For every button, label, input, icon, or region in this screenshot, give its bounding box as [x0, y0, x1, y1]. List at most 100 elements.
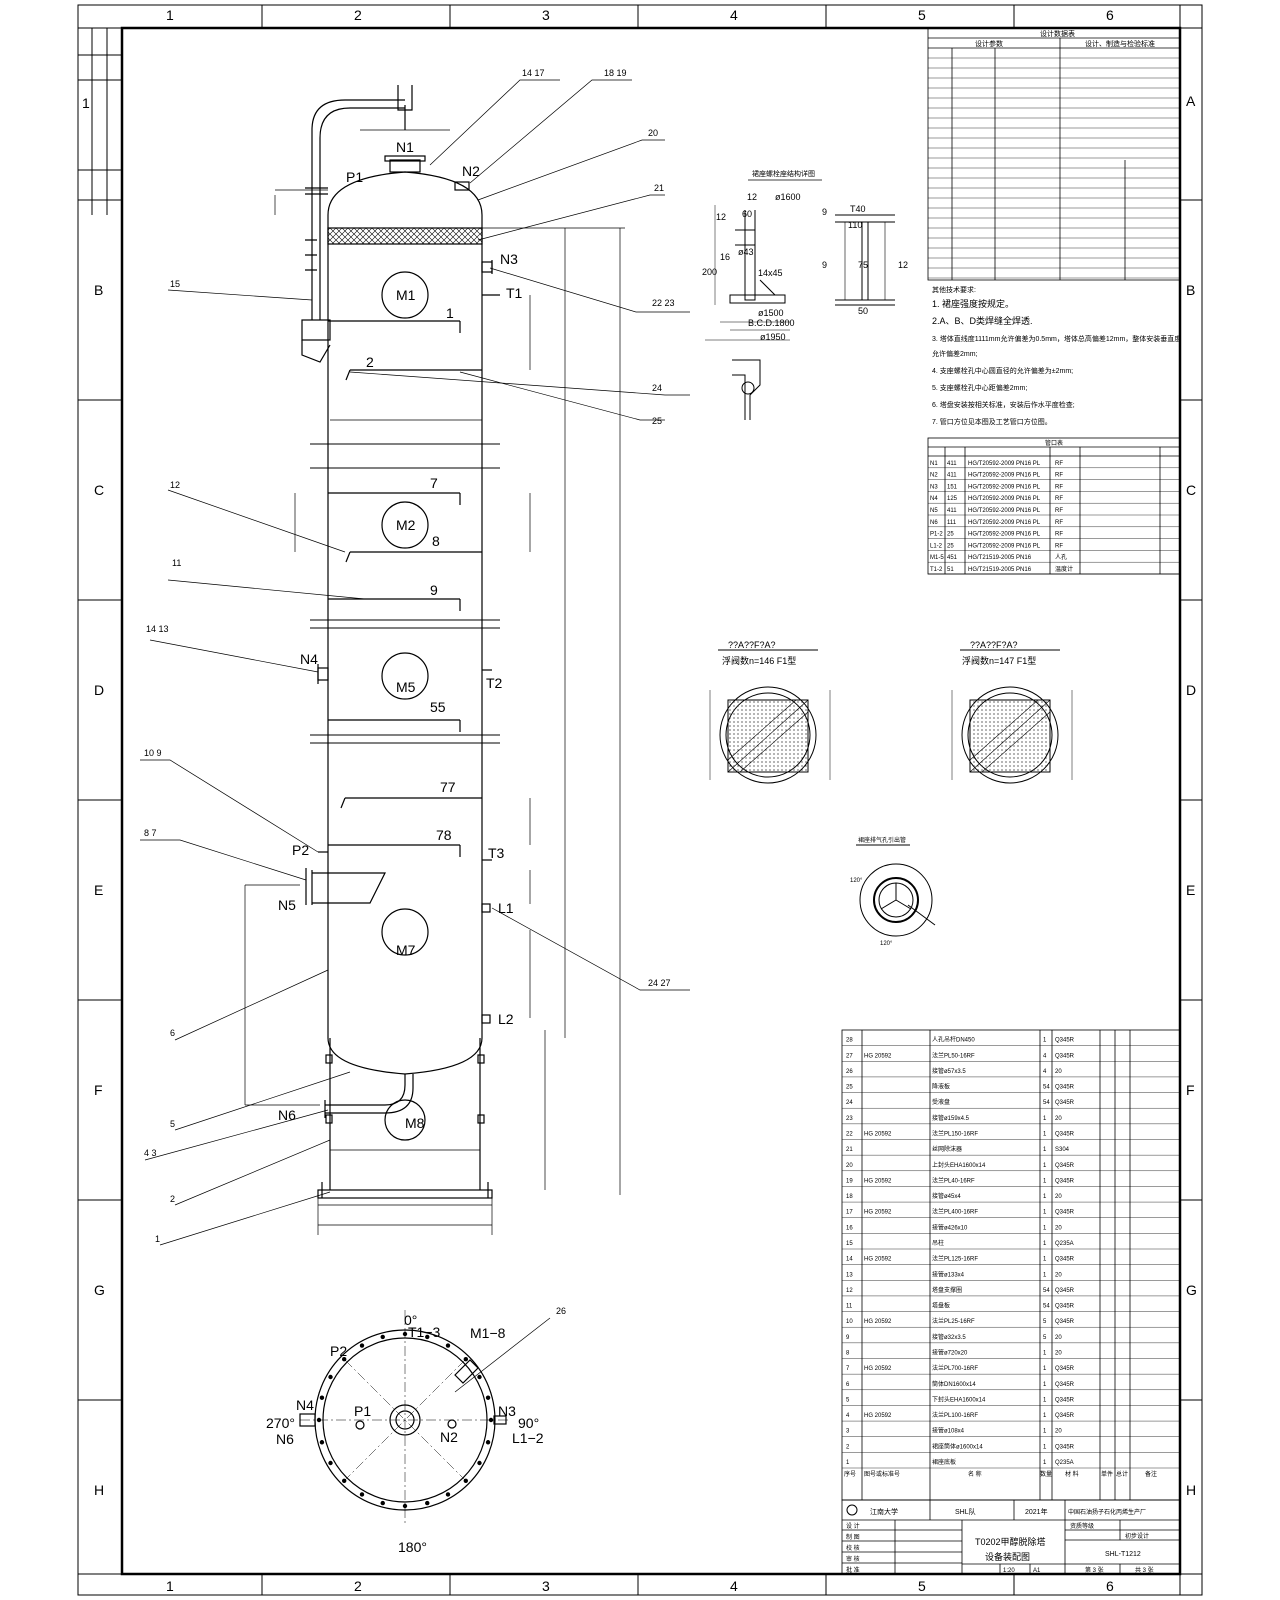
bom-cell: HG 20592	[864, 1413, 892, 1419]
nozzle-cell: 25	[947, 543, 954, 549]
plan-n6: N6	[276, 1431, 294, 1447]
bom-cell: 1	[1043, 1163, 1047, 1169]
pn-25: 25	[652, 416, 662, 426]
plan-l1-2: L1−2	[512, 1430, 544, 1446]
bolt-hole	[316, 1417, 322, 1423]
label-m7: M7	[396, 942, 416, 958]
bolt-hole	[488, 1417, 494, 1423]
skirt-dim-50: 50	[858, 306, 868, 316]
skirt-dim-12b: 12	[716, 212, 726, 222]
skirt-dim-bcd: B.C.D.1800	[748, 318, 795, 328]
nozzle-cell: 451	[947, 555, 958, 561]
bom-cell: Q345R	[1055, 1038, 1075, 1044]
tb-role-2: 制 图	[846, 1533, 860, 1541]
bom-cell: 裙座底板	[932, 1458, 956, 1466]
bom-cell: 接管ø32x3.5	[932, 1333, 966, 1341]
bom-cell: 1	[1043, 1366, 1047, 1372]
bom-h-total: 总计	[1116, 1470, 1128, 1478]
bom-h-std: 图号或标准号	[864, 1470, 900, 1478]
nozzle-cell: HG/T20592-2009 PN16 PL	[968, 461, 1041, 467]
tech-item-1: 1. 裙座强度按规定。	[932, 298, 1014, 309]
bom-cell: 1	[1043, 1444, 1047, 1450]
tb-scale: 1:20	[1003, 1568, 1015, 1574]
tray-55: 55	[430, 699, 446, 715]
pn-21: 21	[654, 183, 664, 193]
bom-cell: 1	[1043, 1132, 1047, 1138]
nozzle-cell: RF	[1055, 543, 1063, 549]
bom-cell: 54	[1043, 1085, 1050, 1091]
title-block-text: 江南大学 SHL队 2021年 中国石油扬子石化丙烯生产厂 T0202甲醇脱除塔…	[846, 1507, 1154, 1574]
nozzle-cell: HG/T21519-2005 PN16	[968, 555, 1032, 561]
nozzle-cell: T1-2	[930, 567, 943, 573]
col-label-6b: 6	[1106, 1578, 1114, 1594]
bom-cell: 19	[846, 1178, 853, 1184]
bom-cell: Q345R	[1055, 1382, 1075, 1388]
design-data-title: 设计数据表	[1040, 29, 1075, 38]
bom-cell: 16	[846, 1225, 853, 1231]
nozzle-cell: HG/T21519-2005 PN16	[968, 567, 1032, 573]
tray-7: 7	[430, 475, 438, 491]
bom-h-qty: 数量	[1040, 1470, 1052, 1478]
tray-view-left	[709, 649, 831, 784]
pn-4-3: 4 3	[144, 1148, 157, 1158]
bom-cell: 1	[1043, 1413, 1047, 1419]
label-t1: T1	[506, 285, 523, 301]
tb-total: 共 3 张	[1135, 1566, 1154, 1574]
column-labels: N1 N2 N3 N4 N5 N6 P1 P2 T1 T2 T3 L1 L2 M…	[278, 139, 523, 1131]
bom-cell: 4	[1043, 1053, 1047, 1059]
bom-cell: 法兰PL25-16RF	[932, 1317, 975, 1325]
plan-n4: N4	[296, 1397, 314, 1413]
skirt-dim-9: 9	[822, 207, 827, 217]
bolt-hole	[359, 1492, 365, 1497]
tb-sheet: 第 3 张	[1085, 1566, 1104, 1574]
bolt-hole	[328, 1460, 333, 1466]
bom-cell: 21	[846, 1147, 853, 1153]
plan-m1-8: M1−8	[470, 1325, 506, 1341]
nozzle-cell: N6	[930, 520, 938, 526]
col-label-2b: 2	[354, 1578, 362, 1594]
bom-cell: 23	[846, 1116, 853, 1122]
bom-cell: 1	[1043, 1038, 1047, 1044]
bom-cell: 17	[846, 1210, 853, 1216]
bom-cell: 法兰PL400-16RF	[932, 1208, 978, 1216]
bolt-hole	[380, 1500, 385, 1506]
bom-cell: Q345R	[1055, 1304, 1075, 1310]
label-n3: N3	[500, 251, 518, 267]
skirt-dim-d43: ø43	[738, 247, 754, 257]
bom-cell: 25	[846, 1085, 853, 1091]
bom-cell: 1	[1043, 1147, 1047, 1153]
tb-drawing-title: T0202甲醇脱除塔	[975, 1536, 1046, 1547]
skirt-dim-d1950: ø1950	[760, 332, 786, 342]
angle-90: 90°	[518, 1415, 539, 1431]
bolt-hole	[341, 1478, 347, 1484]
design-data-right-head: 设计、制造与检验标准	[1085, 39, 1155, 48]
label-m1: M1	[396, 287, 416, 303]
nozzle-cell: HG/T20592-2009 PN16 PL	[968, 532, 1041, 538]
bom-cell: 塔盘支撑圈	[932, 1286, 962, 1294]
bom-cell: 20	[1055, 1116, 1062, 1122]
bolt-hole	[463, 1356, 469, 1362]
plan-bolt-holes	[316, 1331, 494, 1509]
nozzle-cell: N2	[930, 473, 938, 479]
bom-cell: 下封头EHA1600x14	[932, 1395, 986, 1403]
tb-year: 2021年	[1025, 1507, 1048, 1516]
row-label-c: C	[1186, 482, 1196, 498]
bom-cell: 13	[846, 1272, 853, 1278]
bom-cell: 受液盘	[932, 1098, 950, 1106]
bom-cell: 上封头EHA1600x14	[932, 1161, 986, 1169]
pn-6: 6	[170, 1028, 175, 1038]
skirt-dim-d1500: ø1500	[758, 308, 784, 318]
design-data-labels: 设计数据表 设计参数 设计、制造与检验标准	[975, 29, 1155, 48]
bolt-hole	[463, 1478, 469, 1484]
bom-cell: 1	[1043, 1382, 1047, 1388]
bom-cell: 11	[846, 1304, 853, 1310]
row-label-h-left: H	[94, 1482, 104, 1498]
bolt-hole	[425, 1500, 430, 1506]
bom-cell: 20	[1055, 1335, 1062, 1341]
leader-lines	[140, 79, 690, 1393]
label-m8: M8	[405, 1115, 425, 1131]
bom-cell: 20	[846, 1163, 853, 1169]
tb-team: SHL队	[955, 1507, 976, 1516]
tray-view-labels: ??A??F?A? 浮阀数n=146 F1型 ??A??F?A? 浮阀数n=14…	[722, 640, 1036, 666]
bom-cell: 1	[1043, 1178, 1047, 1184]
